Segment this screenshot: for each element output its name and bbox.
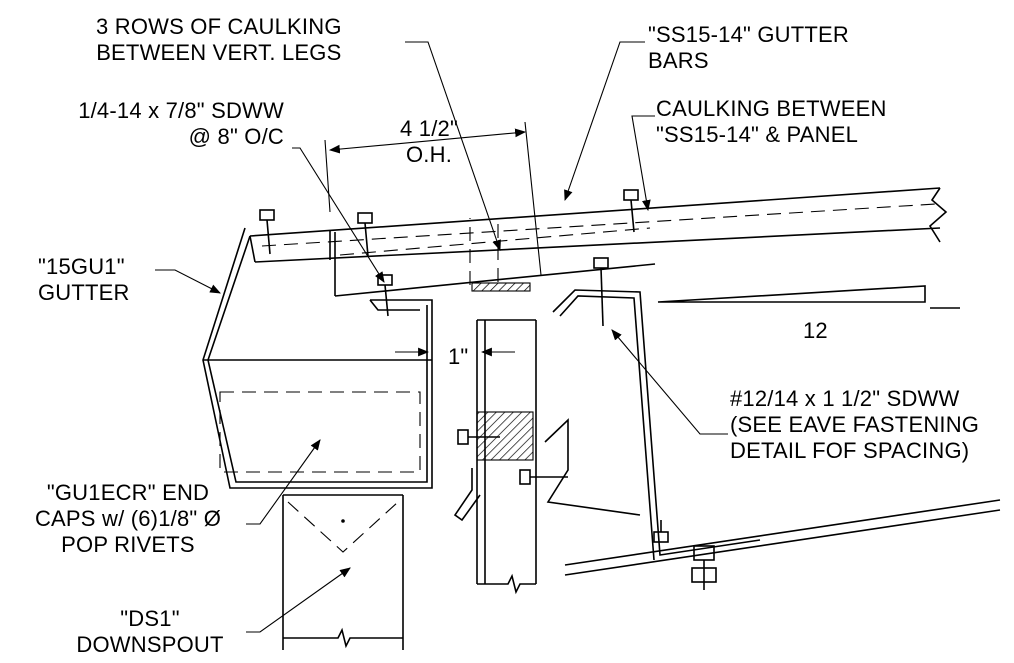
- screw-8: [653, 520, 669, 543]
- downspout: [282, 494, 404, 650]
- roof-panel: [249, 187, 948, 263]
- caulking-panel-label: CAULKING BETWEEN "SS15-14" & PANEL: [656, 96, 887, 147]
- screw-3: [623, 189, 639, 233]
- overhang-label: 4 1/2" O.H.: [400, 116, 458, 167]
- leader-lines: [155, 41, 728, 633]
- gutter-label: "15GU1" GUTTER: [38, 254, 130, 305]
- end-caps-label: "GU1ECR" END CAPS w/ (6)1/8" Ø POP RIVET…: [34, 480, 222, 557]
- sdww-screw-label: 1/4-14 x 7/8" SDWW @ 8" O/C: [78, 98, 284, 149]
- caulking-rows-label: 3 ROWS OF CAULKING BETWEEN VERT. LEGS: [96, 14, 342, 65]
- clearance-label: 1": [448, 344, 469, 369]
- bolt: [691, 545, 717, 590]
- slope-run-label: 12: [803, 318, 828, 343]
- gutter-bars-label: "SS15-14" GUTTER BARS: [648, 22, 849, 73]
- screw-7: [519, 469, 568, 485]
- downspout-label: "DS1" DOWNSPOUT: [76, 606, 224, 657]
- slope-indicator: [657, 285, 960, 309]
- gutter-body: [202, 227, 433, 489]
- screw-6: [457, 429, 500, 445]
- fasteners: [259, 189, 717, 590]
- wall-girt: [453, 282, 537, 595]
- screw-1: [259, 209, 275, 255]
- screw-2: [357, 212, 373, 257]
- overhang-dimension: [324, 121, 542, 276]
- screw-5: [593, 257, 609, 327]
- eave-screw-label: #12/14 x 1 1/2" SDWW (SEE EAVE FASTENING…: [730, 386, 980, 463]
